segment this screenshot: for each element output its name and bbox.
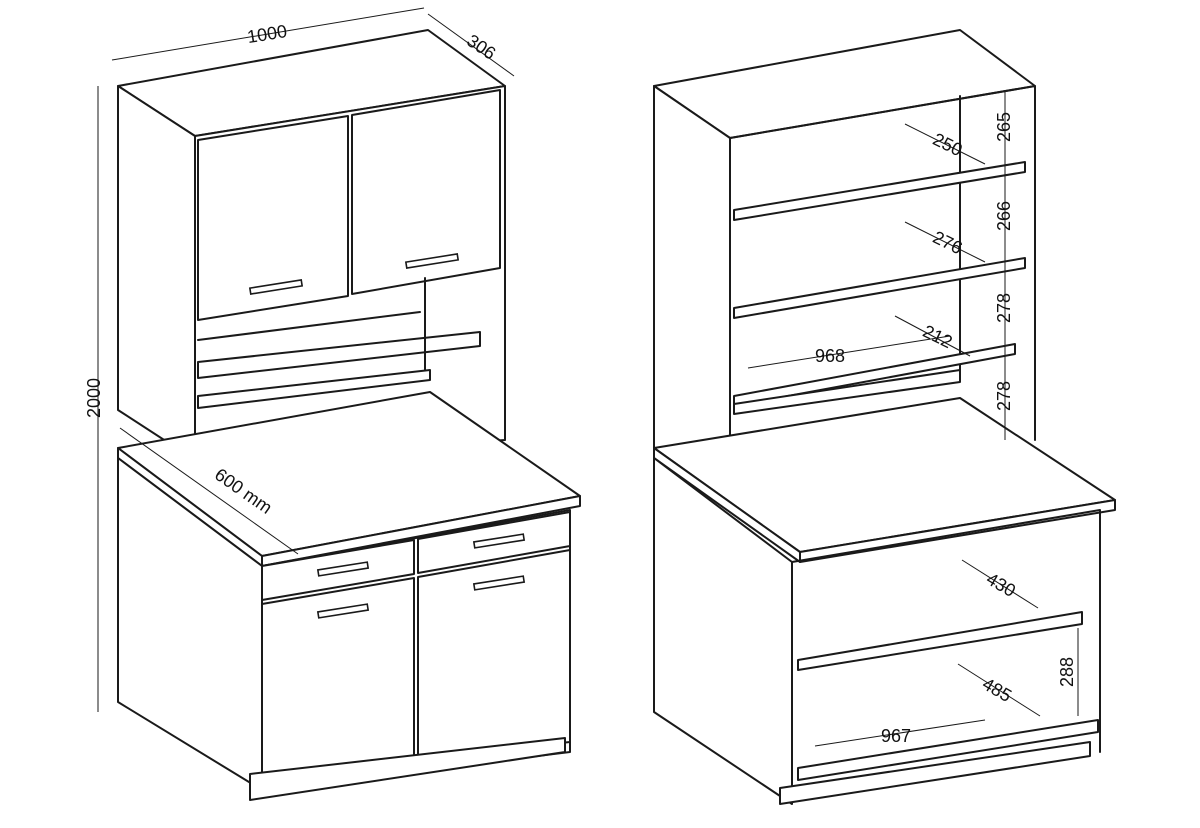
door-handle [404,253,460,269]
door-handle [472,575,526,591]
base-side [653,457,793,805]
inner-width-dim-line [747,335,951,369]
inner-width-dimension: 968 [815,346,845,366]
width-dimension: 1000 [246,21,289,47]
base-front-frame [791,509,1101,753]
shelf [733,343,1016,407]
base-door-right [417,549,571,759]
right-cabinet: 265 266 278 278 250 276 212 968 430 485 … [653,29,1116,805]
counter-depth-dim-line [119,427,299,555]
upper-door-left [197,115,349,321]
open-shelf [197,331,481,379]
base-width-dim-line [814,719,986,747]
shelf [733,161,1026,221]
plinth [249,737,566,801]
base-depth-dim-line [961,559,1039,609]
rail [197,369,431,409]
upper-door-right [351,89,501,295]
shelf-depth-dim-line [894,315,971,357]
shelf-depth-dimension: 212 [920,321,956,352]
base-depth-dimension: 485 [979,674,1015,706]
shelf [733,257,1026,319]
base-shelf [797,611,1083,671]
base-height-dimension: 288 [1057,657,1077,687]
shelf-height-dimension: 278 [994,381,1014,411]
depth-dim-line [427,13,515,77]
base-bottom [797,719,1099,781]
shelf-height-dimension: 266 [994,201,1014,231]
door-handle [248,279,304,295]
drawer-handle [316,561,370,577]
shelf-depth-dim-line [904,123,986,165]
base-depth-dim-line [957,663,1041,717]
base-depth-dimension: 430 [983,569,1019,601]
upper-unit-front-frame [729,85,1036,441]
left-cabinet: 1000 306 2000 600 mm [84,7,581,801]
shelf-height-dimension: 265 [994,112,1014,142]
width-dim-line [111,7,425,61]
door-handle [316,603,370,619]
upper-unit-top [653,29,1036,139]
shelf-height-dimension: 278 [994,293,1014,323]
shelf-depth-dim-line [904,221,986,263]
upper-unit-side [117,85,196,461]
rail [733,369,961,415]
plinth [779,741,1091,805]
drawer-handle [472,533,526,549]
height-dimension: 2000 [84,378,104,418]
shelf-back-edge [197,311,421,341]
base-width-dimension: 967 [881,726,911,746]
worktop-edge-front [261,495,581,567]
